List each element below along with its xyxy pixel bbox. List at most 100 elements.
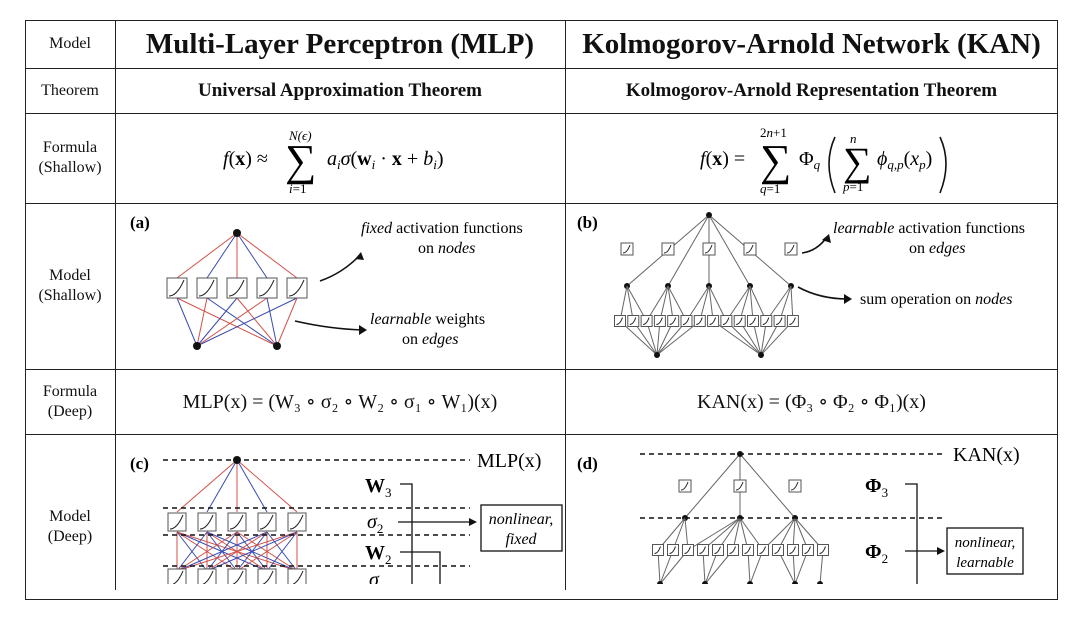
- edge: [687, 517, 741, 551]
- row-label-formula-shallow: Formula (Shallow): [38, 139, 102, 176]
- activation-box: [817, 544, 829, 556]
- activation-box: [286, 277, 308, 299]
- row-label-model: Model: [49, 35, 91, 52]
- activation-curve: [729, 546, 736, 554]
- svg-text:nonlinear,: nonlinear,: [489, 511, 553, 528]
- panel-label: (d): [577, 454, 598, 473]
- activation-curve: [745, 244, 754, 254]
- edge: [236, 531, 298, 572]
- activation-curve: [262, 570, 274, 584]
- activation-box: [773, 315, 786, 327]
- svg-text:on edges: on edges: [402, 331, 458, 348]
- svg-text:n: n: [850, 131, 857, 146]
- activation-box: [680, 315, 693, 327]
- edge: [684, 453, 741, 519]
- activation-box: [167, 512, 187, 532]
- activation-box: [784, 242, 798, 256]
- activation-curve: [202, 570, 214, 584]
- svg-text:on nodes: on nodes: [418, 240, 475, 257]
- activation-curve: [714, 546, 721, 554]
- activation-curve: [749, 317, 756, 325]
- activation-curve: [819, 546, 826, 554]
- edge: [708, 214, 751, 287]
- activation-box: [627, 315, 640, 327]
- svg-text:W2: W2: [365, 542, 392, 567]
- svg-text:Φ3: Φ3: [865, 475, 888, 500]
- edge: [176, 297, 278, 347]
- activation-box: [227, 512, 247, 532]
- row-divider: [25, 113, 1058, 114]
- activation-box: [287, 512, 307, 532]
- svg-text:q=1: q=1: [760, 181, 780, 196]
- input-node: [273, 342, 281, 350]
- kan-graph: [614, 212, 799, 358]
- svg-text:∑: ∑: [843, 139, 872, 184]
- row-label-model-shallow: Model (Shallow): [38, 267, 102, 304]
- activation-curve: [736, 317, 743, 325]
- edge: [196, 297, 268, 347]
- activation-curve: [232, 570, 244, 584]
- activation-curve: [682, 317, 690, 325]
- node: [792, 581, 798, 584]
- svg-text:f(x) ≈: f(x) ≈: [223, 148, 268, 170]
- svg-text:ϕq,p(xp): ϕq,p(xp): [877, 148, 932, 172]
- activation-curve: [699, 546, 706, 554]
- output-node: [233, 229, 241, 237]
- activation-curve: [622, 244, 631, 254]
- edge: [176, 531, 208, 572]
- activation-curve: [259, 514, 274, 530]
- activation-curve: [643, 317, 650, 325]
- activation-curve: [629, 317, 637, 325]
- svg-text:sum operation on nodes: sum operation on nodes: [860, 291, 1012, 308]
- edge: [196, 297, 208, 347]
- svg-text:∑: ∑: [285, 136, 316, 185]
- activation-box: [707, 315, 720, 327]
- activation-box: [742, 544, 754, 556]
- edge: [236, 459, 298, 513]
- edge: [236, 232, 268, 279]
- activation-box: [802, 544, 814, 556]
- panel-label: (c): [130, 454, 149, 473]
- activation-box: [661, 242, 675, 256]
- node: [758, 352, 764, 358]
- mlp-deep-diagram: (c) MLP(x) W3 σ2 W2 σ nonlinear, fixed: [130, 450, 563, 584]
- row-divider: [25, 203, 1058, 204]
- node: [702, 581, 708, 584]
- edge: [236, 459, 268, 513]
- column-divider: [115, 20, 116, 590]
- activation-curve: [789, 317, 796, 325]
- activation-curve: [616, 317, 623, 325]
- edge: [196, 297, 298, 347]
- activation-box: [197, 568, 217, 584]
- activation-curve: [709, 317, 717, 325]
- activation-curve: [172, 570, 184, 584]
- mlp-shallow-formula: f(x) ≈ ∑ N(ϵ) i=1 aiσ(wi · x + bi): [223, 128, 444, 196]
- activation-box: [702, 242, 716, 256]
- activation-curve: [199, 514, 214, 530]
- activation-curve: [759, 546, 766, 554]
- activation-box: [227, 568, 247, 584]
- edge-group: [176, 232, 298, 347]
- activation-box: [197, 512, 217, 532]
- activation-curve: [654, 546, 661, 554]
- activation-curve: [680, 481, 689, 491]
- edge: [206, 232, 238, 279]
- activation-box: [727, 544, 739, 556]
- activation-curve: [790, 481, 799, 491]
- svg-text:W3: W3: [365, 475, 392, 500]
- mlp-deep-graph: [167, 456, 307, 584]
- edge: [276, 297, 298, 347]
- activation-box: [682, 544, 694, 556]
- svg-text:σ: σ: [369, 569, 380, 584]
- mlp-shallow-diagram: (a) fixed activation functions on nodes …: [130, 213, 523, 350]
- activation-box: [720, 315, 733, 327]
- activation-curve: [722, 317, 730, 325]
- edge: [236, 232, 298, 279]
- edge: [236, 297, 278, 347]
- activation-curve: [744, 546, 751, 554]
- edge: [206, 531, 298, 572]
- activation-box: [614, 315, 626, 327]
- kan-shallow-formula: f(x) = ∑ 2n+1 q=1 Φq ∑ n p=1 ϕq,p(xp): [700, 125, 947, 196]
- activation-box: [733, 479, 747, 493]
- activation-curve: [669, 546, 676, 554]
